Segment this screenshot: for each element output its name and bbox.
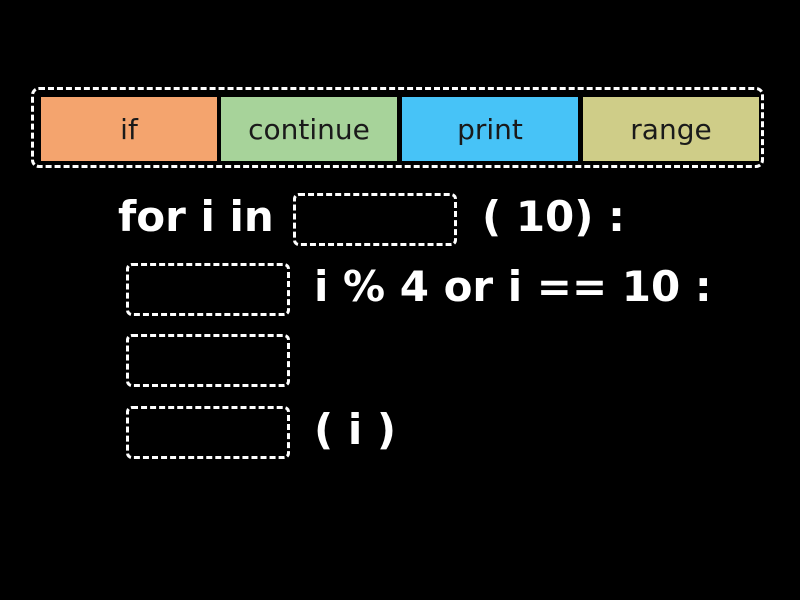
tile-print[interactable]: print	[402, 97, 578, 161]
drop-slot-4[interactable]	[126, 406, 290, 459]
code-line1-prefix: for i in	[118, 192, 274, 241]
code-line2-suffix: i % 4 or i == 10 :	[314, 262, 712, 311]
tile-if[interactable]: if	[41, 97, 217, 161]
code-line1-suffix: ( 10) :	[482, 192, 625, 241]
tile-label: continue	[248, 112, 370, 146]
tile-label: range	[630, 112, 712, 146]
code-line4-suffix: ( i )	[314, 405, 397, 454]
tile-continue[interactable]: continue	[221, 97, 397, 161]
word-bank	[31, 87, 764, 168]
tile-label: if	[120, 112, 138, 146]
drop-slot-1[interactable]	[293, 193, 457, 246]
tile-label: print	[457, 112, 523, 146]
drop-slot-2[interactable]	[126, 263, 290, 316]
tile-range[interactable]: range	[583, 97, 759, 161]
drop-slot-3[interactable]	[126, 334, 290, 387]
